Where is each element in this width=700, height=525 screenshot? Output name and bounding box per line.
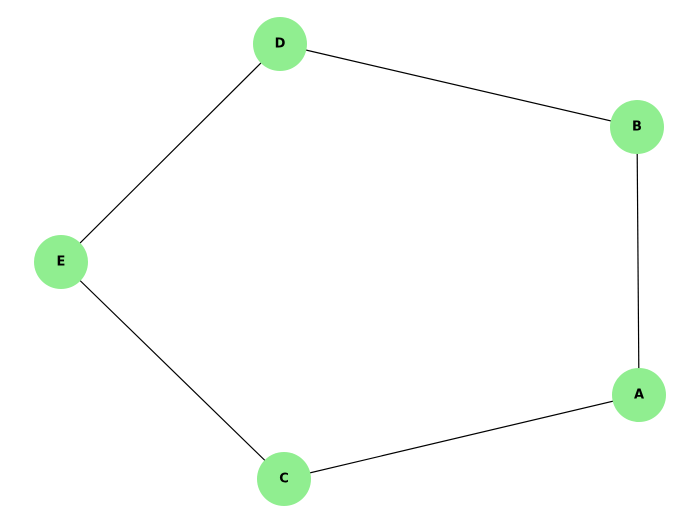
node-C: C [257,452,311,506]
edge-E-D [60,43,281,263]
node-D: D [253,17,307,71]
node-label: B [632,120,642,135]
node-label: D [275,37,286,52]
edges-layer [60,43,640,480]
node-B: B [610,100,664,154]
node-A: A [612,368,666,422]
edge-D-B [279,43,638,128]
edge-C-E [60,261,285,480]
node-circle [253,17,307,71]
nodes-layer: A B C D E [34,17,666,506]
node-label: A [634,388,644,403]
node-circle [610,100,664,154]
node-circle [612,368,666,422]
node-label: E [57,255,66,270]
edge-B-A [636,126,640,396]
node-E: E [34,235,88,289]
node-label: C [279,472,289,487]
node-circle [257,452,311,506]
node-circle [34,235,88,289]
edge-A-C [283,394,640,480]
